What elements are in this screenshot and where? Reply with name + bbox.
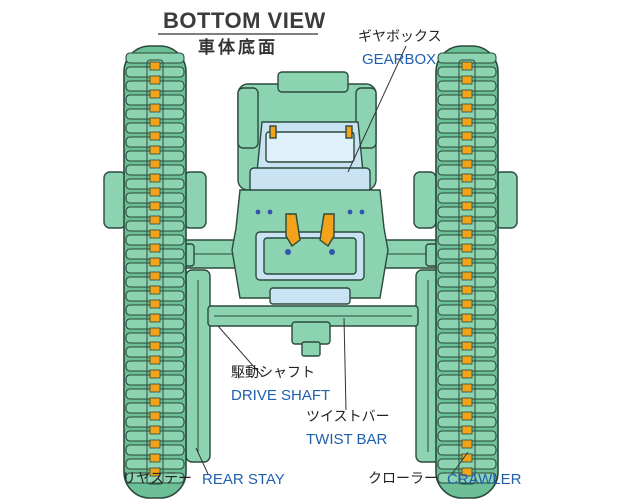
right-drive-tooth: [461, 467, 473, 477]
left-drive-tooth: [149, 425, 161, 435]
right-drive-tooth: [461, 271, 473, 281]
right-side-wheels: [413, 171, 518, 229]
drive-shaft-leader: [217, 325, 263, 377]
right-drive-tooth: [461, 215, 473, 225]
right-drive-tooth: [461, 89, 473, 99]
rear-stay-label-jp: リヤステー: [122, 471, 192, 487]
leader-lines: [195, 45, 469, 475]
rear-stay: [185, 269, 441, 463]
left-drive-tooth: [149, 271, 161, 281]
chassis: [231, 71, 389, 305]
left-drive-tooth: [149, 215, 161, 225]
right-drive-tooth: [461, 285, 473, 295]
left-drive-tooth: [149, 369, 161, 379]
left-drive-tooth: [149, 285, 161, 295]
page-title: BOTTOM VIEW: [163, 8, 326, 33]
left-drive-tooth: [149, 453, 161, 463]
left-drive-tooth: [149, 145, 161, 155]
right-drive-tooth: [461, 383, 473, 393]
right-drive-tooth: [461, 61, 473, 71]
gearbox-label-jp: ギヤボックス: [358, 29, 442, 45]
right-drive-tooth: [461, 257, 473, 267]
right-drive-tooth: [461, 355, 473, 365]
right-drive-tooth: [461, 369, 473, 379]
right-drive-tooth: [461, 229, 473, 239]
gearbox-leader: [347, 45, 407, 173]
left-drive-tooth: [149, 131, 161, 141]
left-drive-tooth: [149, 341, 161, 351]
left-drive-tooth: [149, 201, 161, 211]
left-drive-tooth: [149, 61, 161, 71]
right-tread-pad: [437, 52, 497, 64]
left-drive-tooth: [149, 89, 161, 99]
left-drive-tooth: [149, 355, 161, 365]
left-tread-pad: [125, 52, 185, 64]
left-drive-tooth: [149, 243, 161, 253]
left-drive-tooth: [149, 411, 161, 421]
right-drive-tooth: [461, 243, 473, 253]
drive-shaft-label-en: DRIVE SHAFT: [231, 387, 331, 404]
left-drive-tooth: [149, 257, 161, 267]
right-drive-tooth: [461, 439, 473, 449]
left-drive-tooth: [149, 173, 161, 183]
right-drive-tooth: [461, 117, 473, 127]
right-drive-tooth: [461, 341, 473, 351]
right-drive-tooth: [461, 327, 473, 337]
right-drive-tooth: [461, 313, 473, 323]
right-drive-tooth: [461, 411, 473, 421]
left-drive-tooth: [149, 103, 161, 113]
left-drive-tooth: [149, 397, 161, 407]
right-drive-tooth: [461, 75, 473, 85]
page-subtitle: 車体底面: [198, 38, 278, 58]
right-drive-tooth: [461, 397, 473, 407]
rear-stay-label-en: REAR STAY: [202, 471, 285, 488]
left-drive-tooth: [149, 187, 161, 197]
rear-stay-leader: [195, 447, 209, 475]
right-drive-tooth: [461, 425, 473, 435]
gearbox-label-en: GEARBOX: [362, 51, 437, 68]
left-drive-tooth: [149, 467, 161, 477]
twist-bar-leader: [343, 317, 347, 411]
right-drive-tooth: [461, 299, 473, 309]
right-drive-tooth: [461, 103, 473, 113]
twist-bar-label-en: TWIST BAR: [306, 431, 388, 448]
twist-bar-label-jp: ツイストバー: [306, 409, 390, 425]
left-drive-tooth: [149, 439, 161, 449]
right-drive-tooth: [461, 187, 473, 197]
left-drive-tooth: [149, 229, 161, 239]
left-drive-tooth: [149, 383, 161, 393]
right-crawler: [435, 45, 499, 499]
twist-bar: [207, 305, 419, 357]
right-drive-tooth: [461, 159, 473, 169]
left-drive-tooth: [149, 313, 161, 323]
left-drive-tooth: [149, 159, 161, 169]
right-drive-tooth: [461, 145, 473, 155]
drive-shaft-label-jp: 駆動シャフト: [231, 365, 315, 381]
crawler-label-jp: クローラー: [368, 471, 438, 487]
right-drive-tooth: [461, 201, 473, 211]
right-drive-tooth: [461, 131, 473, 141]
left-crawler: [123, 45, 187, 499]
left-drive-tooth: [149, 75, 161, 85]
left-drive-tooth: [149, 327, 161, 337]
crawler-leader: [451, 451, 469, 475]
left-drive-tooth: [149, 117, 161, 127]
right-drive-tooth: [461, 173, 473, 183]
crawler-label-en: CRAWLER: [447, 471, 522, 488]
left-drive-tooth: [149, 299, 161, 309]
left-side-wheels: [103, 171, 207, 229]
